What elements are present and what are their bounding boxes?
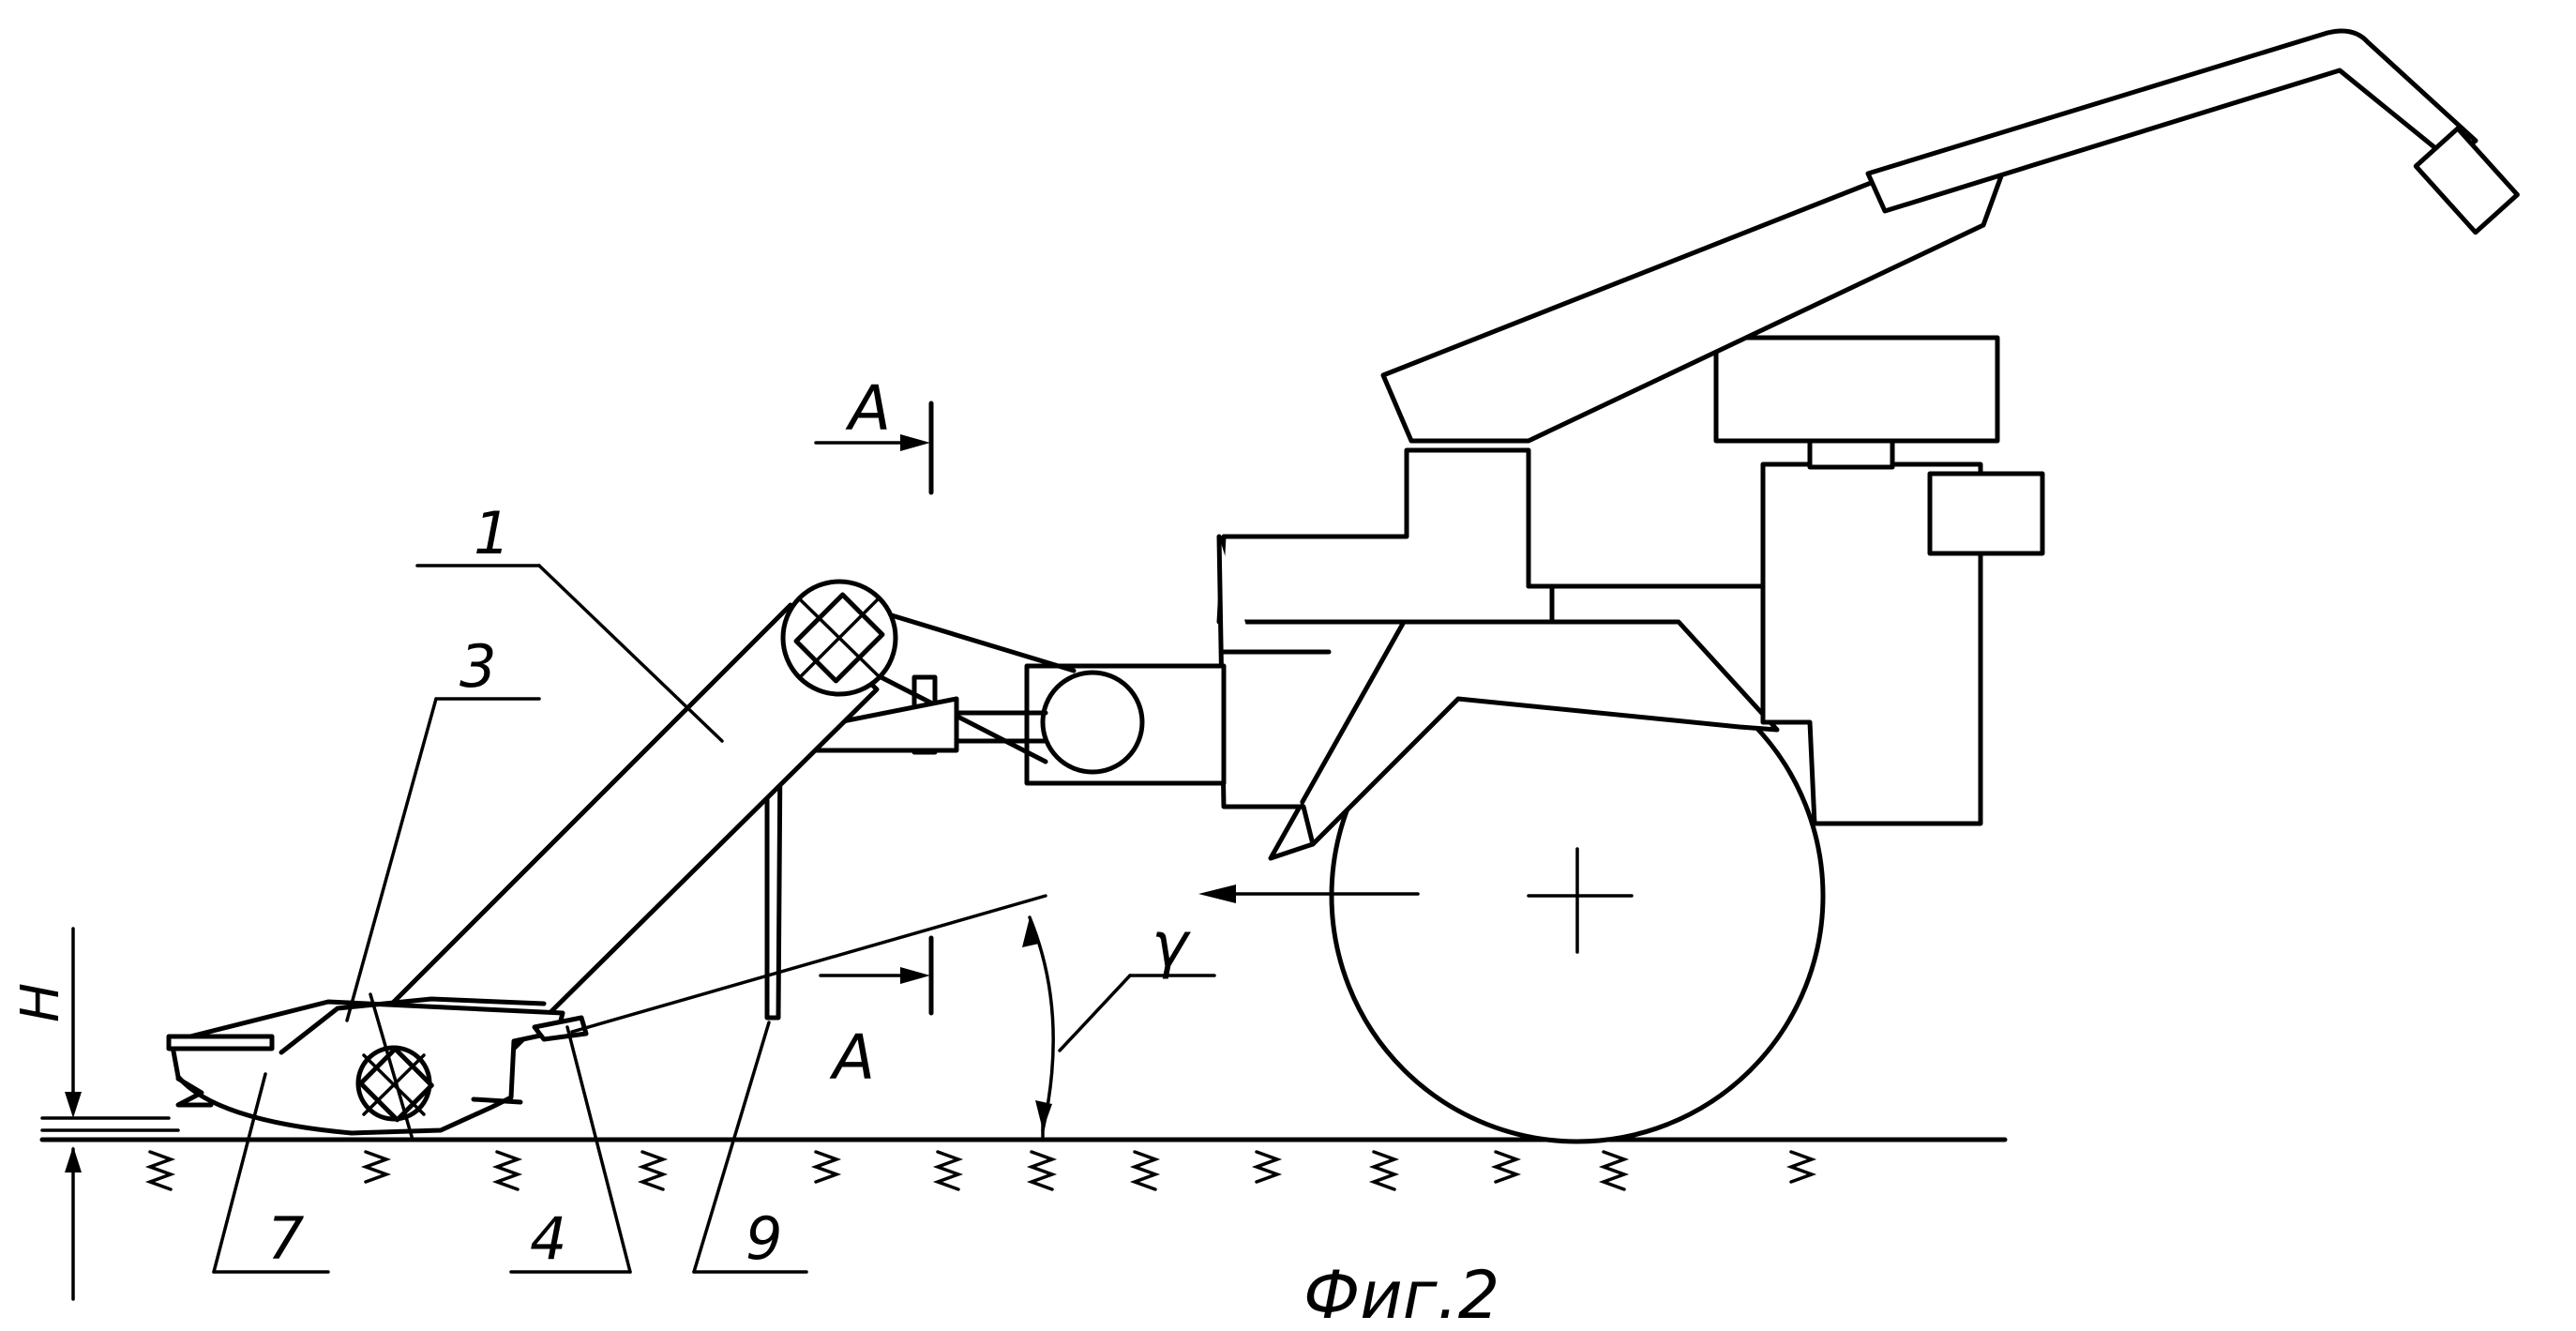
section-label-upper: A [845, 372, 891, 445]
handlebar [1380, 28, 2520, 444]
section-mark-lower [819, 935, 934, 1016]
travel-direction-arrow [1198, 885, 1420, 903]
callout-label-4: 4 [530, 1204, 566, 1273]
engine-frame [1216, 335, 2045, 847]
soil-hatching [144, 1150, 1817, 1191]
callout-label-7: 7 [267, 1204, 304, 1273]
section-mark-upper [814, 401, 934, 495]
section-label-lower: A [829, 1021, 875, 1094]
figure-caption: Фиг.2 [1303, 1257, 1499, 1331]
transmission-pulley [911, 663, 1227, 786]
angle-gamma-construction [570, 894, 1055, 1142]
height-dimension [40, 927, 180, 1301]
callout-leaders [212, 564, 1216, 1274]
height-dimension-label: H [10, 983, 71, 1022]
callout-label-9: 9 [746, 1204, 782, 1273]
callout-label-3: 3 [459, 632, 496, 701]
lever-arm [352, 579, 898, 1124]
angle-gamma-label: γ [1152, 909, 1191, 981]
callout-label-1: 1 [474, 499, 510, 567]
cutting-blade [166, 992, 589, 1142]
